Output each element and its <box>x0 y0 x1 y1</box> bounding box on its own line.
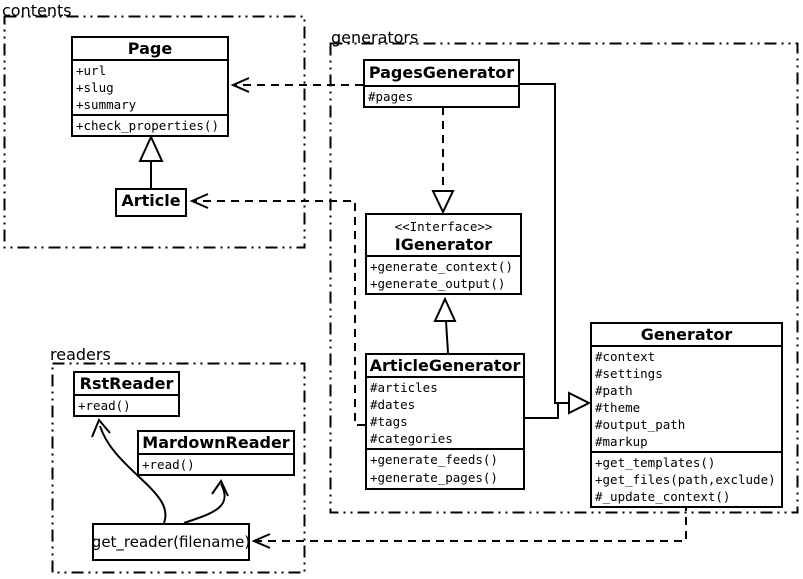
open-arrowhead <box>251 533 271 549</box>
arrow-getreader-mardownreader <box>183 478 229 524</box>
class-box-page: Page +url +slug +summary +check_properti… <box>71 36 229 137</box>
method-row: +read() <box>142 457 195 472</box>
open-arrowhead <box>211 478 229 497</box>
class-attrs-articlegenerator: #articles #dates #tags #categories <box>367 378 523 448</box>
package-border-generators <box>329 42 799 514</box>
open-arrowhead <box>230 77 250 93</box>
attr-row: #markup <box>595 434 648 449</box>
class-title-pagesgenerator: PagesGenerator <box>365 61 518 87</box>
package-border-contents <box>3 15 306 249</box>
attr-row: #settings <box>595 366 663 381</box>
class-name-igenerator: IGenerator <box>394 235 493 254</box>
dependency-pagesgenerator-page <box>230 77 363 93</box>
class-methods-mardownreader: +read() <box>139 455 293 474</box>
class-methods-page: +check_properties() <box>73 114 227 135</box>
inheritance-triangle <box>431 190 455 215</box>
class-methods-articlegenerator: +generate_feeds() +generate_pages() <box>367 448 523 488</box>
class-box-articlegenerator: ArticleGenerator #articles #dates #tags … <box>365 353 525 490</box>
attr-row: #categories <box>370 431 453 446</box>
method-row: +check_properties() <box>76 118 219 133</box>
attr-row: #dates <box>370 397 416 412</box>
dependency-generator-getreader <box>251 503 687 549</box>
class-attrs-pagesgenerator: #pages <box>365 87 518 106</box>
class-methods-igenerator: +generate_context() +generate_output() <box>367 257 520 293</box>
inheritance-articlegenerator-igenerator <box>433 296 457 354</box>
open-arrowhead <box>189 193 209 209</box>
dependency-articlegenerator-article <box>189 193 365 426</box>
inheritance-articlegenerator-generator <box>525 391 592 419</box>
method-row: +generate_output() <box>370 276 506 291</box>
attr-row: #path <box>595 383 633 398</box>
class-title-page: Page <box>73 38 227 61</box>
method-row: +get_files(path,exclude) <box>595 472 776 487</box>
inheritance-triangle <box>433 296 457 322</box>
class-methods-rstreader: +read() <box>75 396 178 415</box>
class-box-rstreader: RstReader +read() <box>73 371 180 417</box>
get-reader-label: get_reader(filename) <box>91 533 251 551</box>
open-arrowhead <box>91 418 111 438</box>
package-label-readers: readers <box>50 345 111 364</box>
attr-row: #articles <box>370 380 438 395</box>
attr-row: +slug <box>76 80 114 95</box>
class-title-generator: Generator <box>592 324 781 347</box>
attr-row: #pages <box>368 89 414 104</box>
class-box-mardownreader: MardownReader +read() <box>137 430 295 476</box>
attr-row: #output_path <box>595 417 686 432</box>
package-border-readers <box>51 362 306 574</box>
class-title-article: Article <box>121 191 181 210</box>
attr-row: +summary <box>76 97 137 112</box>
attr-row: #tags <box>370 414 408 429</box>
stereotype-label: <<Interface>> <box>394 219 493 234</box>
class-attrs-generator: #context #settings #path #theme #output_… <box>592 347 781 451</box>
method-row: +generate_context() <box>370 259 513 274</box>
method-row: #_update_context() <box>595 489 731 504</box>
class-box-article: Article <box>115 188 187 217</box>
inheritance-triangle <box>138 134 164 162</box>
class-title-igenerator: <<Interface>> IGenerator <box>367 215 520 257</box>
package-label-contents: contents <box>2 1 72 20</box>
attr-row: #theme <box>595 400 641 415</box>
inheritance-pagesgenerator-generator <box>519 83 569 404</box>
class-methods-generator: +get_templates() +get_files(path,exclude… <box>592 451 781 506</box>
realization-pagesgenerator-igenerator <box>431 107 455 215</box>
method-row: +generate_pages() <box>370 470 498 485</box>
attr-row: +url <box>76 63 107 78</box>
class-box-pagesgenerator: PagesGenerator #pages <box>363 59 520 108</box>
inheritance-triangle <box>568 391 592 415</box>
class-title-articlegenerator: ArticleGenerator <box>367 355 523 378</box>
class-title-mardownreader: MardownReader <box>139 432 293 455</box>
function-box-get-reader: get_reader(filename) <box>92 523 250 561</box>
class-box-igenerator: <<Interface>> IGenerator +generate_conte… <box>365 213 522 295</box>
attr-row: #context <box>595 349 656 364</box>
class-title-rstreader: RstReader <box>75 373 178 396</box>
class-box-generator: Generator #context #settings #path #them… <box>590 322 783 508</box>
inheritance-article-page <box>138 134 164 188</box>
method-row: +read() <box>78 398 131 413</box>
arrow-getreader-rstreader <box>91 418 167 524</box>
method-row: +generate_feeds() <box>370 452 498 467</box>
method-row: +get_templates() <box>595 455 716 470</box>
package-label-generators: generators <box>331 28 419 47</box>
class-attrs-page: +url +slug +summary <box>73 61 227 114</box>
